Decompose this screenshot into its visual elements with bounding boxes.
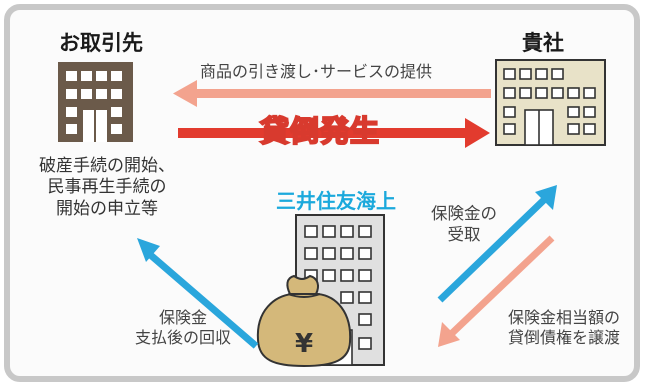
recovery-label: 保険金 支払後の回収	[118, 308, 248, 348]
bad-debt-label: 貸倒発生	[259, 113, 381, 149]
recovery-line: 支払後の回収	[134, 328, 231, 347]
yen-symbol: ¥	[295, 329, 313, 359]
client-event-line: 開始の申立等	[56, 198, 158, 219]
company-label: 貴社	[522, 31, 564, 55]
recovery-line: 保険金	[158, 308, 207, 327]
transfer-claim-line: 貸倒債権を譲渡	[507, 328, 620, 347]
client-event-line: 破産手続の開始、	[39, 156, 175, 176]
money-bag-icon: ¥	[256, 274, 352, 368]
transfer-claim-arrow	[438, 235, 555, 347]
client-event-line: 民事再生手続の	[47, 177, 167, 198]
receive-insurance-arrow	[437, 185, 557, 303]
bad-debt-arrow	[178, 118, 490, 148]
transfer-claim-label: 保険金相当額の 貸倒債権を譲渡	[490, 308, 638, 348]
receive-insurance-label: 保険金の 受取	[416, 204, 512, 245]
client-event-note: 破産手続の開始、 民事再生手続の 開始の申立等	[22, 156, 192, 220]
goods-service-arrow	[173, 80, 491, 107]
goods-service-label: 商品の引き渡し･サービスの提供	[200, 62, 433, 81]
company-building-icon	[495, 59, 606, 146]
recovery-arrow	[137, 238, 259, 349]
receive-insurance-line: 保険金の	[431, 204, 497, 223]
client-building-icon	[58, 62, 133, 142]
receive-insurance-line: 受取	[447, 224, 481, 244]
transfer-claim-line: 保険金相当額の	[507, 308, 620, 327]
client-label: お取引先	[59, 31, 143, 55]
insurer-label: 三井住友海上	[276, 189, 396, 213]
